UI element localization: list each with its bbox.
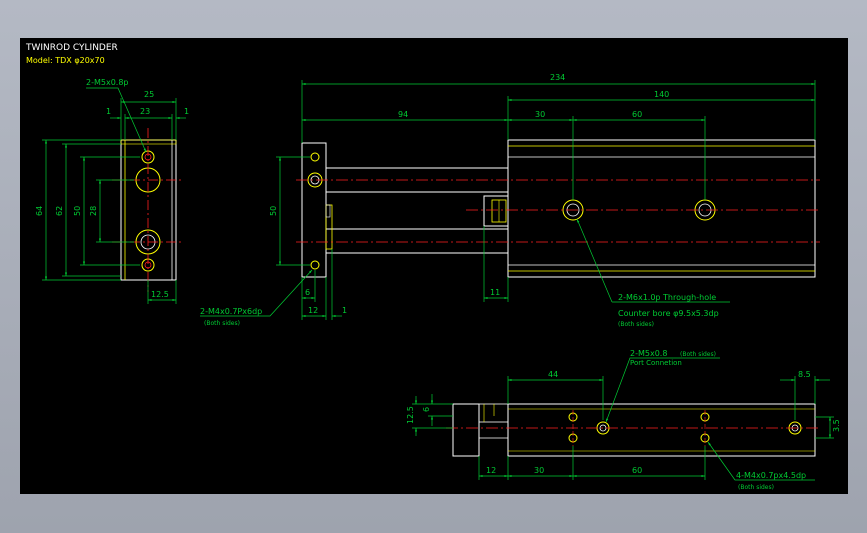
plate-mount-hole <box>310 260 320 270</box>
dim-30-bottom: 30 <box>534 466 544 475</box>
dim-1-right: 1 <box>184 107 189 116</box>
dim-30: 30 <box>535 110 545 119</box>
dim-11: 11 <box>490 288 500 297</box>
note-m6-cb: Counter bore φ9.5x5.3dp <box>618 309 719 318</box>
plate-mount-hole <box>310 152 320 162</box>
bottom-view <box>446 403 820 457</box>
bottom-end-plate <box>452 403 480 457</box>
side-dimensions <box>42 87 186 304</box>
dim-1-front: 1 <box>342 306 347 315</box>
dim-6-bottom: 6 <box>422 407 431 412</box>
note-port: Port Connetion <box>630 359 682 367</box>
dim-50: 50 <box>73 206 82 216</box>
note-m4-bottom-sub: (Both sides) <box>738 484 774 491</box>
dim-8-5: 8.5 <box>798 370 811 379</box>
dim-12-5: 12.5 <box>151 290 169 299</box>
dim-6: 6 <box>305 288 310 297</box>
side-top-strip <box>120 139 177 145</box>
note-m6-sub: (Both sides) <box>618 321 654 328</box>
piston-nut <box>483 195 509 227</box>
dim-140: 140 <box>654 90 669 99</box>
end-plate <box>301 142 327 278</box>
dim-50-front: 50 <box>269 206 278 216</box>
dim-64: 64 <box>35 206 44 216</box>
side-view <box>112 128 184 292</box>
dim-234: 234 <box>550 73 565 82</box>
bottom-rod-block <box>478 403 509 423</box>
note-m4-left: 2-M4x0.7Px6dp <box>200 307 262 316</box>
bottom-dimensions <box>412 357 834 481</box>
note-m5-top: 2-M5x0.8p <box>86 78 129 87</box>
dim-60-bottom: 60 <box>632 466 642 475</box>
dim-25: 25 <box>144 90 154 99</box>
dim-44: 44 <box>548 370 558 379</box>
dim-12-5-bottom: 12.5 <box>406 406 415 424</box>
dim-1-left: 1 <box>106 107 111 116</box>
bottom-dimension-text: 44 8.5 12.5 6 3.5 12 30 60 2-M5x0.8 (Bot… <box>406 349 841 491</box>
note-m6: 2-M6x1.0p Through-hole <box>618 293 716 302</box>
note-m5-bottom: 2-M5x0.8 <box>630 349 667 358</box>
dim-28: 28 <box>89 206 98 216</box>
dim-12: 12 <box>308 306 318 315</box>
note-m5-bottom-sub: (Both sides) <box>680 351 716 358</box>
cylinder-body <box>507 139 816 278</box>
drawing-title: TWINROD CYLINDER <box>25 43 118 53</box>
dim-94: 94 <box>398 110 408 119</box>
front-view <box>296 139 820 278</box>
rod-nut-detail <box>325 204 331 218</box>
front-dimensions <box>200 80 816 320</box>
front-dimension-text: 234 140 94 30 60 50 6 12 1 11 2-M4x0.7Px… <box>200 73 719 328</box>
dim-3-5: 3.5 <box>832 419 841 432</box>
drawing-canvas[interactable] <box>20 38 848 494</box>
dim-60: 60 <box>632 110 642 119</box>
bottom-body <box>507 403 816 457</box>
dim-62: 62 <box>55 206 64 216</box>
side-dimension-text: 25 23 1 1 64 62 50 28 12.5 2-M5x0.8p <box>35 78 189 299</box>
drawing-model: Model: TDX φ20x70 <box>26 56 105 65</box>
dim-23: 23 <box>140 107 150 116</box>
note-m4-bottom: 4-M4x0.7px4.5dp <box>736 471 806 480</box>
note-m4-left-sub: (Both sides) <box>204 320 240 327</box>
dim-12-bottom: 12 <box>486 466 496 475</box>
